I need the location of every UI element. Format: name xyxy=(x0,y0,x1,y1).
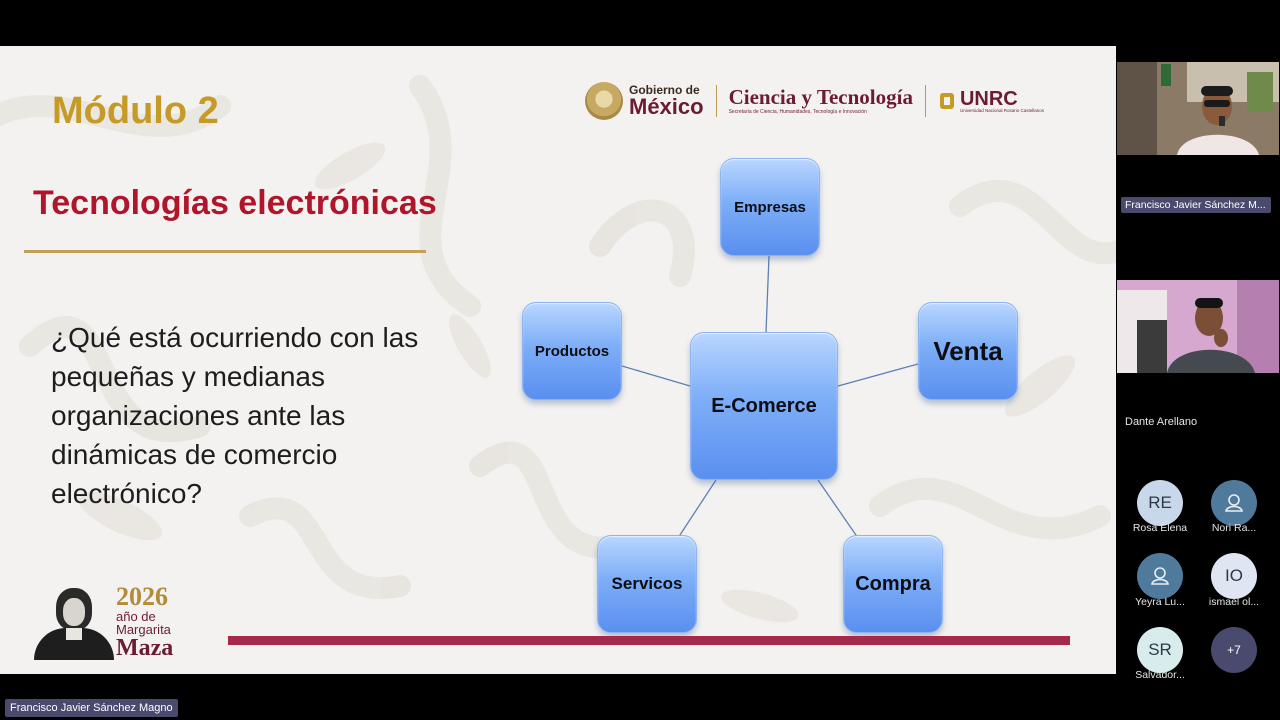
unrc-line2: Universidad Nacional Rosario Castellanos xyxy=(959,107,1044,113)
gobierno-line1: Gobierno de xyxy=(629,83,700,97)
cyt-line1: Ciencia y Tecnología xyxy=(728,85,913,109)
ecommerce-diagram-connectors xyxy=(621,255,919,539)
slide-question: ¿Qué está ocurriendo con las pequeñas y … xyxy=(51,322,419,509)
avatar-salvador[interactable]: SR xyxy=(1137,627,1183,673)
slide-bottom-rule xyxy=(228,636,1070,645)
node-empresas: Empresas xyxy=(720,158,820,256)
year-line-a: año de xyxy=(116,609,156,624)
gobierno-logo: Gobierno de México xyxy=(629,84,704,118)
institution-logos: Gobierno de México Ciencia y Tecnología … xyxy=(585,80,1044,122)
node-compra: Compra xyxy=(843,535,943,633)
unrc-line1: UNRC xyxy=(959,87,1018,110)
presenter-name-tag: Francisco Javier Sánchez Magno xyxy=(5,699,178,717)
avatar-label: Rosa Elena xyxy=(1132,522,1188,534)
title-underline xyxy=(24,250,426,253)
avatar-label: Nori Ra... xyxy=(1211,522,1257,534)
unrc-emblem-icon xyxy=(938,91,956,111)
avatar-rosa-elena[interactable]: RE xyxy=(1137,480,1183,526)
year-line-b: Margarita xyxy=(116,622,171,637)
avatar-label: ismael ol... xyxy=(1208,596,1260,608)
avatar-label: Salvador... xyxy=(1135,669,1185,681)
connector-venta xyxy=(837,363,919,387)
participant-1-name: Francisco Javier Sánchez M... xyxy=(1121,197,1271,213)
logo-divider xyxy=(924,85,926,117)
gobierno-line2: México xyxy=(629,94,704,119)
mexico-seal-icon xyxy=(585,82,623,120)
cyt-line2: Secretaría de Ciencia, Humanidades, Tecn… xyxy=(728,109,867,115)
year-2026-logo: 2026 año de Margarita Maza xyxy=(34,584,173,660)
year-line-c: Maza xyxy=(116,635,174,661)
avatar-label: Yeyra Lu... xyxy=(1135,596,1185,608)
connector-servicos xyxy=(677,479,717,539)
person-icon xyxy=(1151,567,1169,585)
slide-background-pattern xyxy=(0,75,1116,623)
node-servicos: Servicos xyxy=(597,535,697,633)
connector-productos xyxy=(621,365,691,387)
node-ecommerce-center: E-Comerce xyxy=(690,332,838,480)
node-venta: Venta xyxy=(918,302,1018,400)
connector-empresas xyxy=(765,255,770,333)
unrc-logo: UNRC Universidad Nacional Rosario Castel… xyxy=(960,89,1044,114)
more-participants-button[interactable]: +7 xyxy=(1211,627,1257,673)
logo-divider xyxy=(715,85,717,117)
video-feed-2 xyxy=(1117,280,1279,373)
video-feed-1 xyxy=(1117,62,1279,155)
year-number: 2026 xyxy=(116,582,168,611)
participant-video-2[interactable] xyxy=(1117,280,1279,373)
year-logo-text: 2026 año de Margarita Maza xyxy=(116,582,174,661)
margarita-maza-portrait-icon xyxy=(34,586,114,660)
slide-subtitle: Tecnologías electrónicas xyxy=(33,184,437,222)
node-productos: Productos xyxy=(522,302,622,400)
avatar-ismael[interactable]: IO xyxy=(1211,553,1257,599)
avatar-yeyra[interactable] xyxy=(1137,553,1183,599)
slide-title: Módulo 2 xyxy=(52,90,219,132)
connector-compra xyxy=(817,479,859,539)
ciencia-tecnologia-logo: Ciencia y Tecnología Secretaría de Cienc… xyxy=(729,87,913,115)
avatar-nori[interactable] xyxy=(1211,480,1257,526)
participant-video-1[interactable] xyxy=(1117,62,1279,155)
person-icon xyxy=(1225,494,1243,512)
shared-slide: Módulo 2 Gobierno de México Ciencia y Te… xyxy=(0,46,1116,674)
participant-2-name: Dante Arellano xyxy=(1125,416,1198,428)
